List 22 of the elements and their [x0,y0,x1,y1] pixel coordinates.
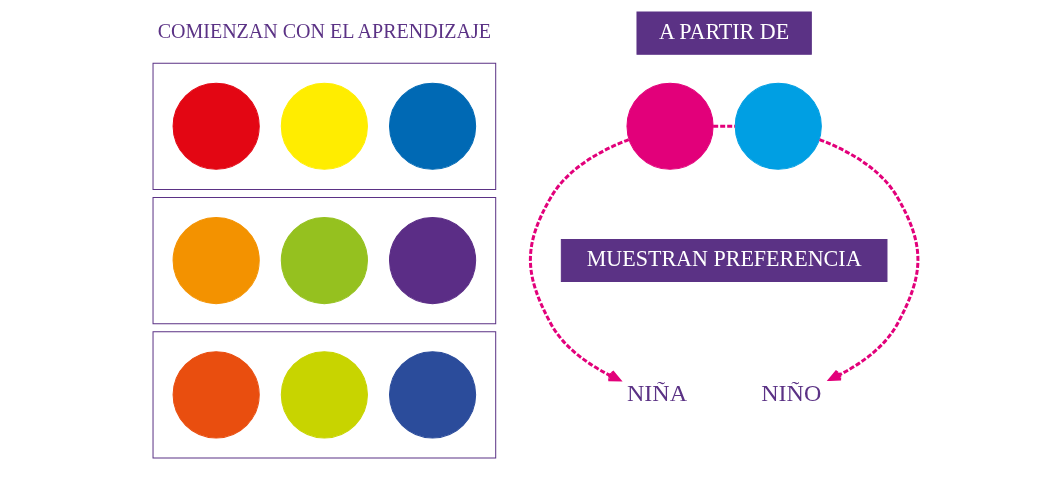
node-circle [280,216,368,305]
arrow [818,138,920,381]
node-circle [626,82,714,170]
arrow [528,138,630,382]
node-circle [389,351,477,439]
connector [713,124,736,128]
node-circle [389,216,477,305]
label: COMIENZAN CON EL APRENDIZAJE [157,20,492,43]
node-circle [734,82,822,170]
node-circle [280,351,368,439]
cluster [152,62,497,190]
node-box: A PARTIR DE [636,11,812,55]
node-circle [389,82,477,170]
node-circle [172,82,260,170]
node-circle [172,216,260,305]
cluster [152,331,497,459]
node-circle [280,82,368,170]
node-text: NIÑO [761,380,822,407]
node-box: MUESTRAN PREFERENCIA [560,239,888,283]
cluster [152,196,497,325]
node-text: NIÑA [626,380,688,407]
node-circle [172,351,260,439]
